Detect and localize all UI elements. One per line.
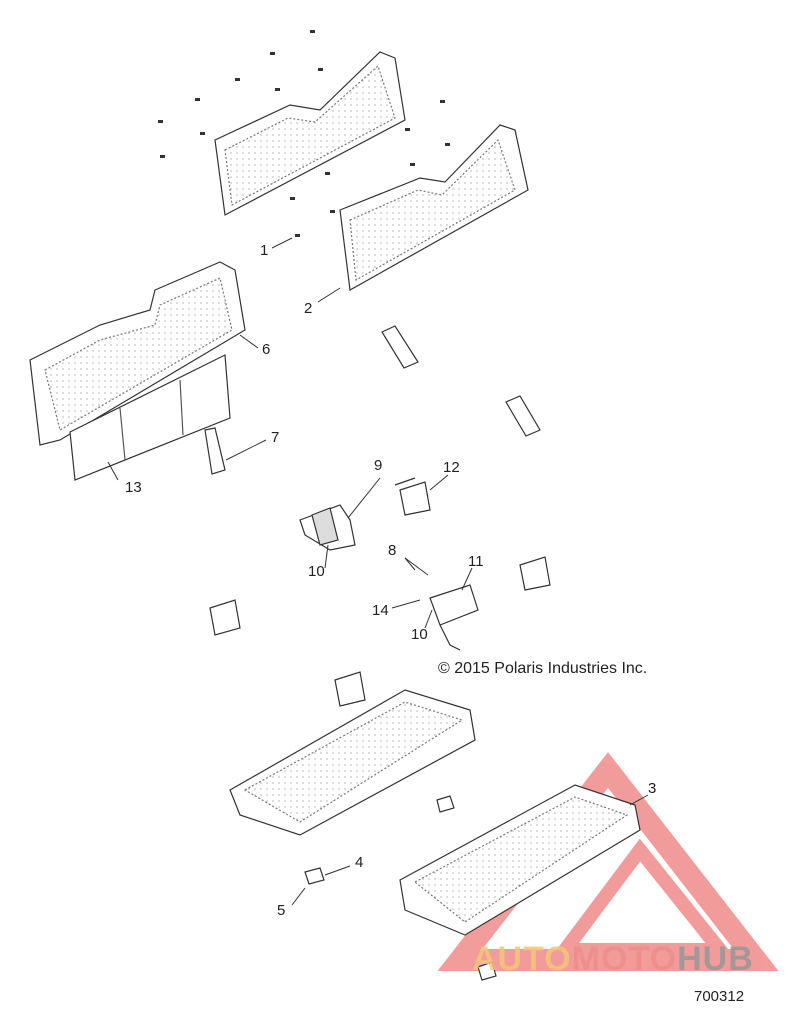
callout-11: 11 xyxy=(468,553,484,570)
screw-set xyxy=(158,30,450,237)
callout-14: 14 xyxy=(372,602,389,619)
callout-1: 1 xyxy=(260,242,269,259)
callout-7: 7 xyxy=(271,429,280,446)
callout-5: 5 xyxy=(277,902,286,919)
seat-back-right xyxy=(339,124,529,291)
callout-2: 2 xyxy=(304,300,313,317)
buckle-left xyxy=(204,427,226,475)
callout-12: 12 xyxy=(443,459,460,476)
figure-number: 700312 xyxy=(694,988,745,1005)
seat-bottom-left xyxy=(229,689,476,836)
seat-back-upper xyxy=(214,51,406,216)
rear-seat-panel xyxy=(29,261,246,446)
callout-3: 3 xyxy=(648,780,657,797)
callout-6: 6 xyxy=(262,341,271,358)
bracket-4 xyxy=(304,867,325,885)
latch-center xyxy=(334,671,366,707)
callout-9: 9 xyxy=(374,457,383,474)
seat-panel-insert xyxy=(69,354,231,481)
latch-far-right xyxy=(519,556,551,591)
watermark-part-hub: HUB xyxy=(677,940,754,978)
buckle-right xyxy=(505,395,541,437)
callout-10-upper: 10 xyxy=(308,563,325,580)
latch-assembly-left xyxy=(299,504,356,551)
callout-4: 4 xyxy=(355,854,364,871)
callout-13: 13 xyxy=(125,479,142,496)
leader-lines xyxy=(107,237,649,906)
copyright-notice: © 2015 Polaris Industries Inc. xyxy=(438,660,648,677)
bracket-center xyxy=(436,795,455,813)
watermark-part-moto: MOTO xyxy=(571,940,678,978)
watermark-part-auto: AUTO xyxy=(472,940,572,978)
latch-assembly-right xyxy=(429,584,479,651)
latch-left xyxy=(209,599,241,636)
latch-12 xyxy=(394,477,431,516)
bracket-lower xyxy=(477,961,497,981)
buckle-upper xyxy=(381,325,419,369)
seat-bottom-right xyxy=(399,784,641,936)
callout-8: 8 xyxy=(388,542,397,559)
watermark-brand: AUTOMOTOHUB xyxy=(472,940,754,979)
callout-10-lower: 10 xyxy=(411,626,428,643)
